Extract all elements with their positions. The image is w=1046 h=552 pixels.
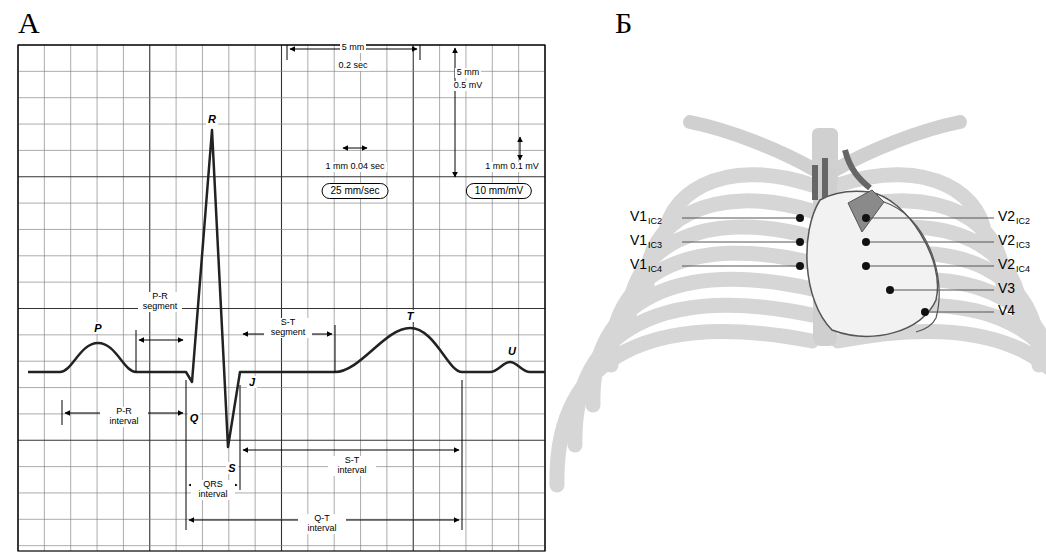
- electrode-label: V2: [998, 209, 1015, 224]
- scale-badge: 10 mm/mV: [466, 183, 532, 199]
- ecg-label: J: [247, 376, 257, 388]
- ecg-label: S-T segment: [264, 318, 312, 338]
- ecg-label: 5 mm: [455, 68, 482, 78]
- electrode-label: V1: [630, 233, 647, 248]
- scale-text: 25 mm/sec: [331, 185, 380, 196]
- ecg-label: P-R segment: [138, 292, 182, 312]
- ecg-label: P: [92, 322, 103, 334]
- electrode-label: V1: [630, 257, 647, 272]
- electrode-leaders: [682, 218, 994, 312]
- scale-text: 10 mm/mV: [475, 185, 523, 196]
- heart: [807, 150, 939, 336]
- electrode-label: V2: [998, 233, 1015, 248]
- ecg-label: S-T interval: [328, 456, 376, 476]
- ecg-label: S: [226, 462, 237, 474]
- electrode-label: V1: [630, 209, 647, 224]
- ecg-label: 0.2 sec: [336, 61, 369, 71]
- ecg-label: P-R interval: [100, 407, 148, 427]
- panel-letter: А: [18, 6, 40, 39]
- electrode-label: IC4: [1016, 265, 1030, 275]
- electrode-label: IC3: [648, 241, 662, 251]
- electrode-label: V4: [998, 303, 1015, 318]
- panel-letter: Б: [615, 6, 632, 39]
- electrode-label: IC2: [1016, 217, 1030, 227]
- ecg-trace: [28, 130, 545, 447]
- ecg-label: 0.5 mV: [452, 81, 485, 91]
- electrode-label: V2: [998, 257, 1015, 272]
- ecg-label: Q: [188, 412, 201, 424]
- ecg-label: 1 mm 0.04 sec: [323, 162, 386, 172]
- scale-badge: 25 mm/sec: [322, 183, 389, 199]
- ecg-label: U: [506, 345, 518, 357]
- ecg-label: 5 mm: [340, 43, 367, 53]
- electrode-label: IC3: [1016, 241, 1030, 251]
- ecg-label: QRS interval: [191, 480, 235, 500]
- ecg-label: R: [206, 113, 218, 125]
- electrode-dots: [796, 214, 929, 316]
- electrode-label: IC4: [648, 265, 662, 275]
- measure-arrows: [62, 45, 520, 530]
- ecg-label: 1 mm 0.1 mV: [483, 162, 541, 172]
- ecg-grid: [18, 45, 545, 551]
- ecg-label: T: [405, 310, 416, 322]
- ecg-label: Q-T interval: [298, 514, 346, 534]
- electrode-label: IC2: [648, 217, 662, 227]
- electrode-label: V3: [998, 281, 1015, 296]
- ribcage: [557, 122, 1046, 485]
- grid-border: [18, 45, 545, 551]
